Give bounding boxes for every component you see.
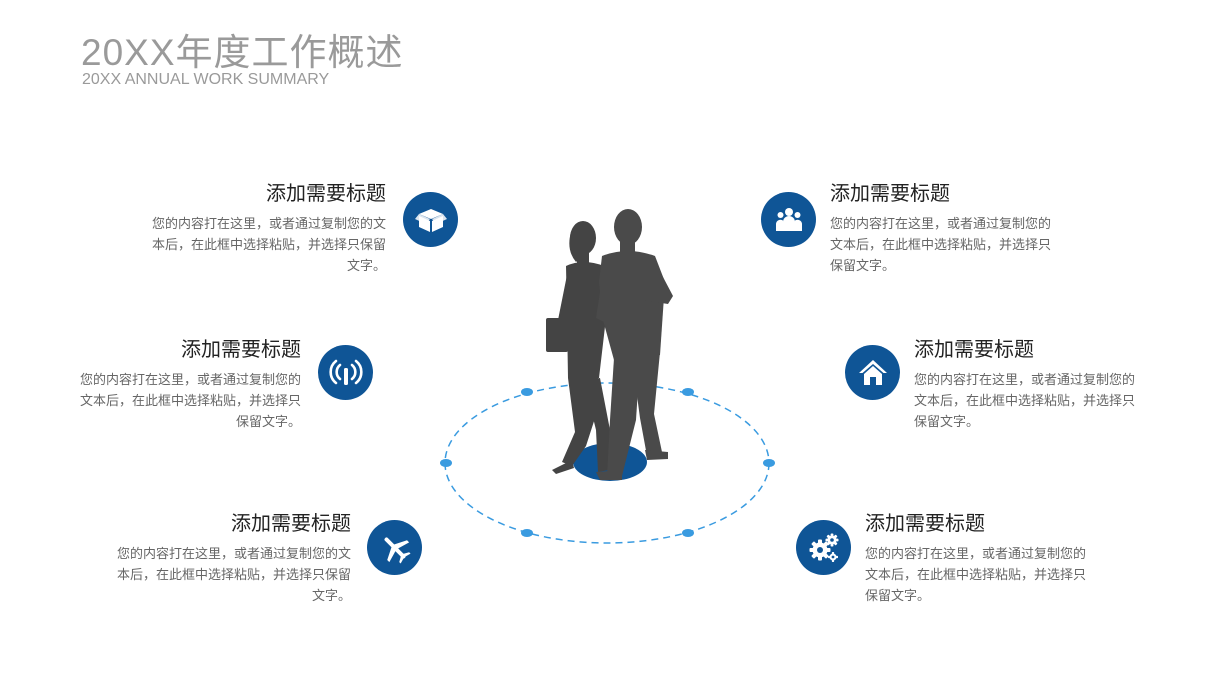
item-block-bottom-left: 添加需要标题 您的内容打在这里，或者通过复制您的文本后，在此框中选择粘贴，并选择… (113, 511, 351, 606)
man-silhouette (596, 209, 673, 480)
woman-silhouette (546, 221, 610, 474)
item-body: 您的内容打在这里，或者通过复制您的文本后，在此框中选择粘贴，并选择只保留文字。 (865, 546, 1087, 603)
page-title: 20XX年度工作概述 (81, 32, 404, 73)
item-title: 添加需要标题 (181, 339, 301, 361)
item-title: 添加需要标题 (231, 513, 351, 535)
item-body: 您的内容打在这里，或者通过复制您的文本后，在此框中选择粘贴，并选择只保留文字。 (151, 216, 386, 273)
orbit-dots (440, 388, 775, 537)
item-block-mid-right: 添加需要标题 您的内容打在这里，或者通过复制您的文本后，在此框中选择粘贴，并选择… (914, 337, 1142, 432)
gears-icon (796, 520, 851, 575)
item-title: 添加需要标题 (865, 513, 985, 535)
item-body: 您的内容打在这里，或者通过复制您的文本后，在此框中选择粘贴，并选择只保留文字。 (79, 372, 301, 429)
team-icon (761, 192, 816, 247)
item-block-bottom-right: 添加需要标题 您的内容打在这里，或者通过复制您的文本后，在此框中选择粘贴，并选择… (865, 511, 1093, 606)
item-block-top-right: 添加需要标题 您的内容打在这里，或者通过复制您的文本后，在此框中选择粘贴，并选择… (830, 181, 1058, 276)
item-body: 您的内容打在这里，或者通过复制您的文本后，在此框中选择粘贴，并选择只保留文字。 (830, 216, 1052, 273)
box-icon (403, 192, 458, 247)
home-icon (845, 345, 900, 400)
item-title: 添加需要标题 (914, 339, 1034, 361)
item-block-top-left: 添加需要标题 您的内容打在这里，或者通过复制您的文本后，在此框中选择粘贴，并选择… (150, 181, 386, 276)
item-block-mid-left: 添加需要标题 您的内容打在这里，或者通过复制您的文本后，在此框中选择粘贴，并选择… (72, 337, 301, 432)
item-title: 添加需要标题 (830, 183, 950, 205)
item-body: 您的内容打在这里，或者通过复制您的文本后，在此框中选择粘贴，并选择只保留文字。 (116, 546, 351, 603)
signal-icon (318, 345, 373, 400)
page-subtitle: 20XX ANNUAL WORK SUMMARY (82, 71, 330, 88)
airplane-icon (367, 520, 422, 575)
item-title: 添加需要标题 (266, 183, 386, 205)
item-body: 您的内容打在这里，或者通过复制您的文本后，在此框中选择粘贴，并选择只保留文字。 (914, 372, 1136, 429)
